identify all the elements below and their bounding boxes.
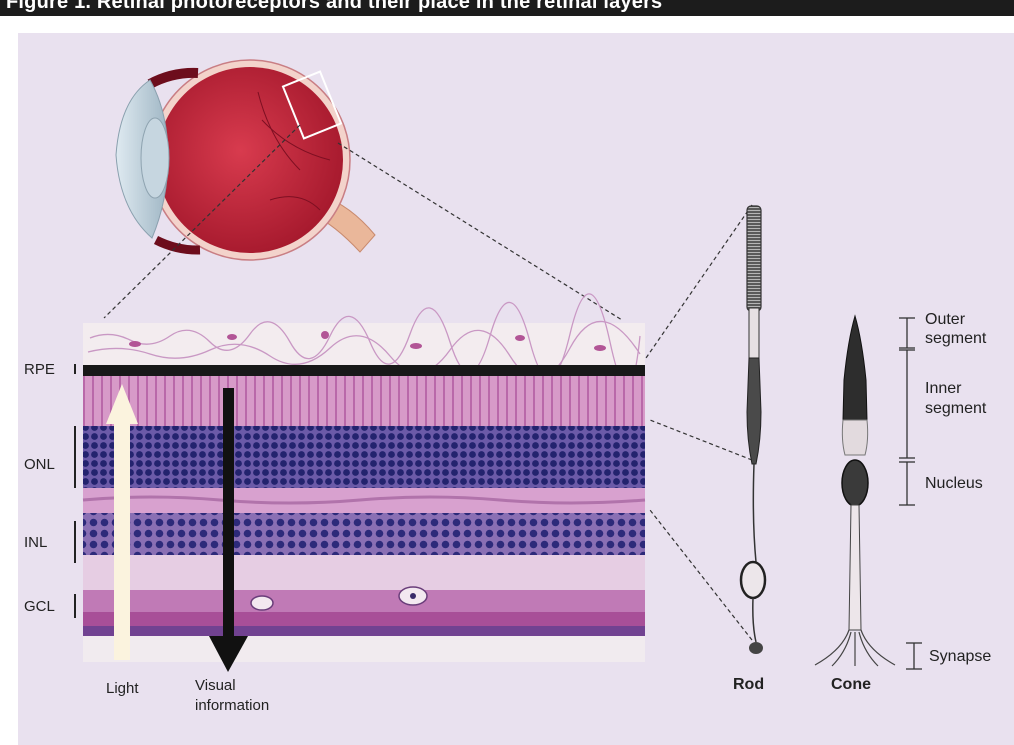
- ipl-layer: [83, 555, 645, 590]
- cone-nucleus: [842, 460, 868, 506]
- eye-illustration: [116, 60, 375, 260]
- retina-section: [83, 294, 645, 662]
- eye-globe: [157, 67, 343, 253]
- cone-outer-segment: [843, 316, 867, 420]
- segment-brackets: [899, 318, 922, 669]
- photoreceptor-segments: [83, 376, 645, 426]
- label-rod: Rod: [733, 676, 764, 694]
- rod-synapse: [749, 642, 763, 654]
- label-inner-segment: segment: [925, 400, 986, 418]
- onl-layer: [83, 426, 645, 488]
- label-synapse: Synapse: [929, 648, 991, 666]
- rod-outer-segment: [747, 206, 761, 311]
- gcl-layer: [83, 590, 645, 612]
- lens: [141, 118, 169, 198]
- rod-nucleus: [741, 562, 765, 598]
- label-gcl: GCL: [24, 598, 55, 615]
- cone-synapse: [815, 630, 895, 666]
- label-nucleus: Nucleus: [925, 475, 983, 493]
- label-information: information: [195, 697, 269, 714]
- label-rpe: RPE: [24, 361, 55, 378]
- rod-cell: [741, 206, 765, 654]
- rpe-layer: [83, 365, 645, 376]
- label-visual: Visual: [195, 677, 236, 694]
- label-inner: Inner: [925, 380, 961, 398]
- label-outer-segment: segment: [925, 330, 986, 348]
- rod-inner-segment: [747, 358, 761, 464]
- label-inl: INL: [24, 534, 47, 551]
- cone-inner-segment: [842, 420, 867, 455]
- label-outer: Outer: [925, 311, 965, 329]
- label-onl: ONL: [24, 456, 55, 473]
- label-light: Light: [106, 680, 139, 697]
- cone-cell: [815, 316, 895, 666]
- inl-layer: [83, 513, 645, 555]
- label-cone: Cone: [831, 676, 871, 694]
